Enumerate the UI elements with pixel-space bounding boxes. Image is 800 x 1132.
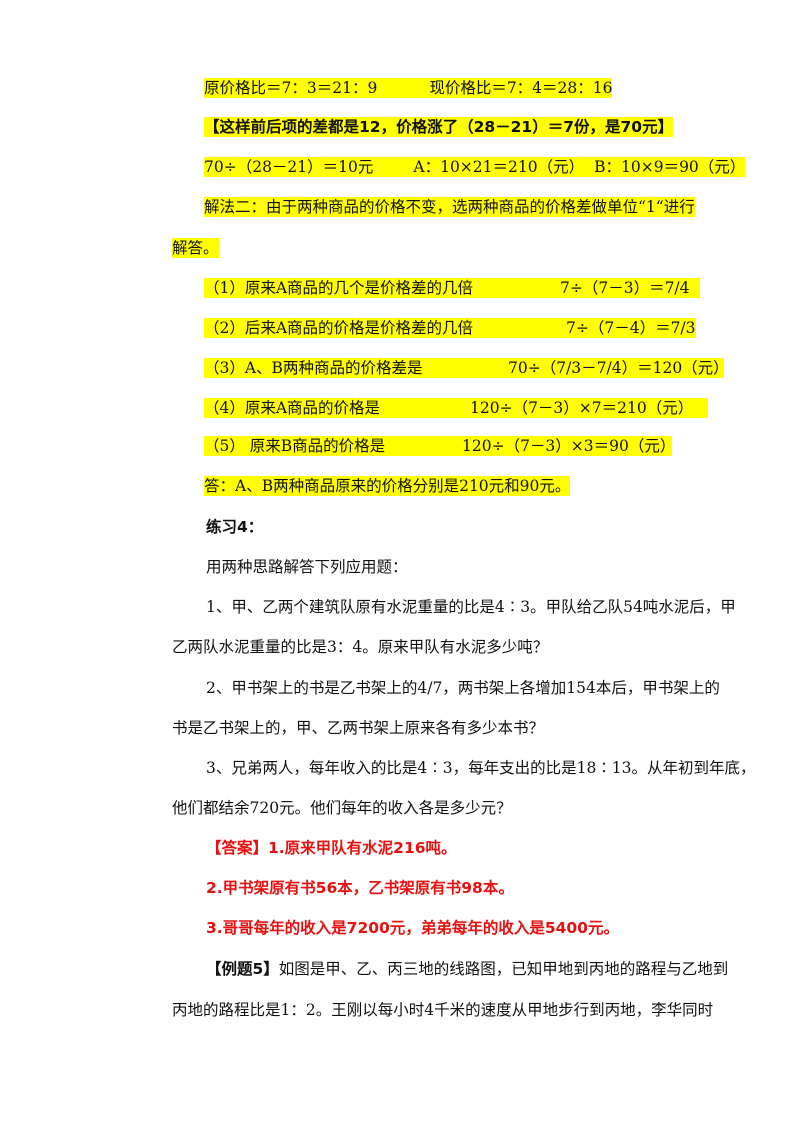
calc-part1: 70÷（28－21）＝10元 — [204, 158, 374, 176]
practice-intro: 用两种思路解答下列应用题： — [206, 558, 408, 576]
answer-2: 2.甲书架原有书56本，乙书架原有书98本。 — [206, 879, 514, 897]
question-3-line1: 3、兄弟两人，每年收入的比是4∶3，每年支出的比是18∶13。从年初到年底， — [206, 759, 756, 777]
example-5-line2: 丙地的路程比是1：2。王刚以每小时4千米的速度从甲地步行到丙地，李华同时 — [172, 1001, 714, 1019]
calc-part2: A：10×21＝210（元） — [413, 158, 585, 176]
step-5-label: （5） 原来B商品的价格是 — [204, 437, 386, 455]
example-5-tag: 【例题5】 — [206, 960, 279, 978]
step-3-formula: 70÷（7/3－7/4）＝120（元） — [508, 359, 729, 377]
question-2-line2: 书是乙书架上的，甲、乙两书架上原来各有多少本书？ — [172, 719, 545, 737]
question-3-line2: 他们都结余720元。他们每年的收入各是多少元？ — [172, 799, 512, 817]
step-2-formula: 7÷（7－4）＝7/3 — [566, 319, 696, 337]
step-5-formula: 120÷（7－3）×3＝90（元） — [462, 437, 676, 455]
step-5: （5） 原来B商品的价格是 120÷（7－3）×3＝90（元） — [204, 436, 676, 456]
step-3-label: （3）A、B两种商品的价格差是 — [204, 359, 423, 377]
question-1-line1: 1、甲、乙两个建筑队原有水泥重量的比是4∶3。甲队给乙队54吨水泥后，甲 — [206, 598, 736, 616]
solution-answer: 答：A、B两种商品原来的价格分别是210元和90元。 — [204, 476, 571, 496]
question-1-line2: 乙两队水泥重量的比是3：4。原来甲队有水泥多少吨？ — [172, 638, 549, 656]
current-ratio: 现价格比＝7：4＝28：16 — [429, 79, 613, 97]
step-2-label: （2）后来A商品的价格是价格差的几倍 — [204, 319, 474, 337]
step-4-formula: 120÷（7－3）×7＝210（元） — [470, 399, 694, 417]
method2-line2: 解答。 — [172, 238, 219, 258]
ratio-line: 原价格比＝7：3＝21：9 现价格比＝7：4＝28：16 — [204, 78, 613, 98]
step-1-label: （1）原来A商品的几个是价格差的几倍 — [204, 279, 474, 297]
step-1: （1）原来A商品的几个是价格差的几倍 7÷（7－3）＝7/4 — [204, 278, 700, 298]
example-5-text: 如图是甲、乙、丙三地的线路图，已知甲地到丙地的路程与乙地到 — [278, 960, 729, 978]
question-2-line1: 2、甲书架上的书是乙书架上的4/7，两书架上各增加154本后，甲书架上的 — [206, 679, 720, 697]
example-5-line1: 【例题5】如图是甲、乙、丙三地的线路图，已知甲地到丙地的路程与乙地到 — [206, 959, 728, 979]
step-4-label: （4）原来A商品的价格是 — [204, 399, 381, 417]
original-ratio: 原价格比＝7：3＝21：9 — [204, 79, 378, 97]
answer-1: 【答案】1.原来甲队有水泥216吨。 — [206, 839, 457, 857]
calc-part3: B：10×9＝90（元） — [594, 158, 746, 176]
answer-3: 3.哥哥每年的收入是7200元，弟弟每年的收入是5400元。 — [206, 919, 619, 937]
step-4: （4）原来A商品的价格是 120÷（7－3）×7＝210（元） — [204, 398, 708, 418]
calc-line: 70÷（28－21）＝10元 A：10×21＝210（元） B：10×9＝90（元） — [204, 157, 746, 177]
difference-note: 【这样前后项的差都是12，价格涨了（28－21）＝7份，是70元】 — [204, 117, 674, 137]
step-2: （2）后来A商品的价格是价格差的几倍 7÷（7－4）＝7/3 — [204, 318, 696, 338]
step-3: （3）A、B两种商品的价格差是 70÷（7/3－7/4）＝120（元） — [204, 358, 729, 378]
practice-title: 练习4： — [206, 518, 264, 536]
step-1-formula: 7÷（7－3）＝7/4 — [560, 279, 690, 297]
method2-line1: 解法二：由于两种商品的价格不变，选两种商品的价格差做单位“1“进行 — [204, 197, 695, 217]
